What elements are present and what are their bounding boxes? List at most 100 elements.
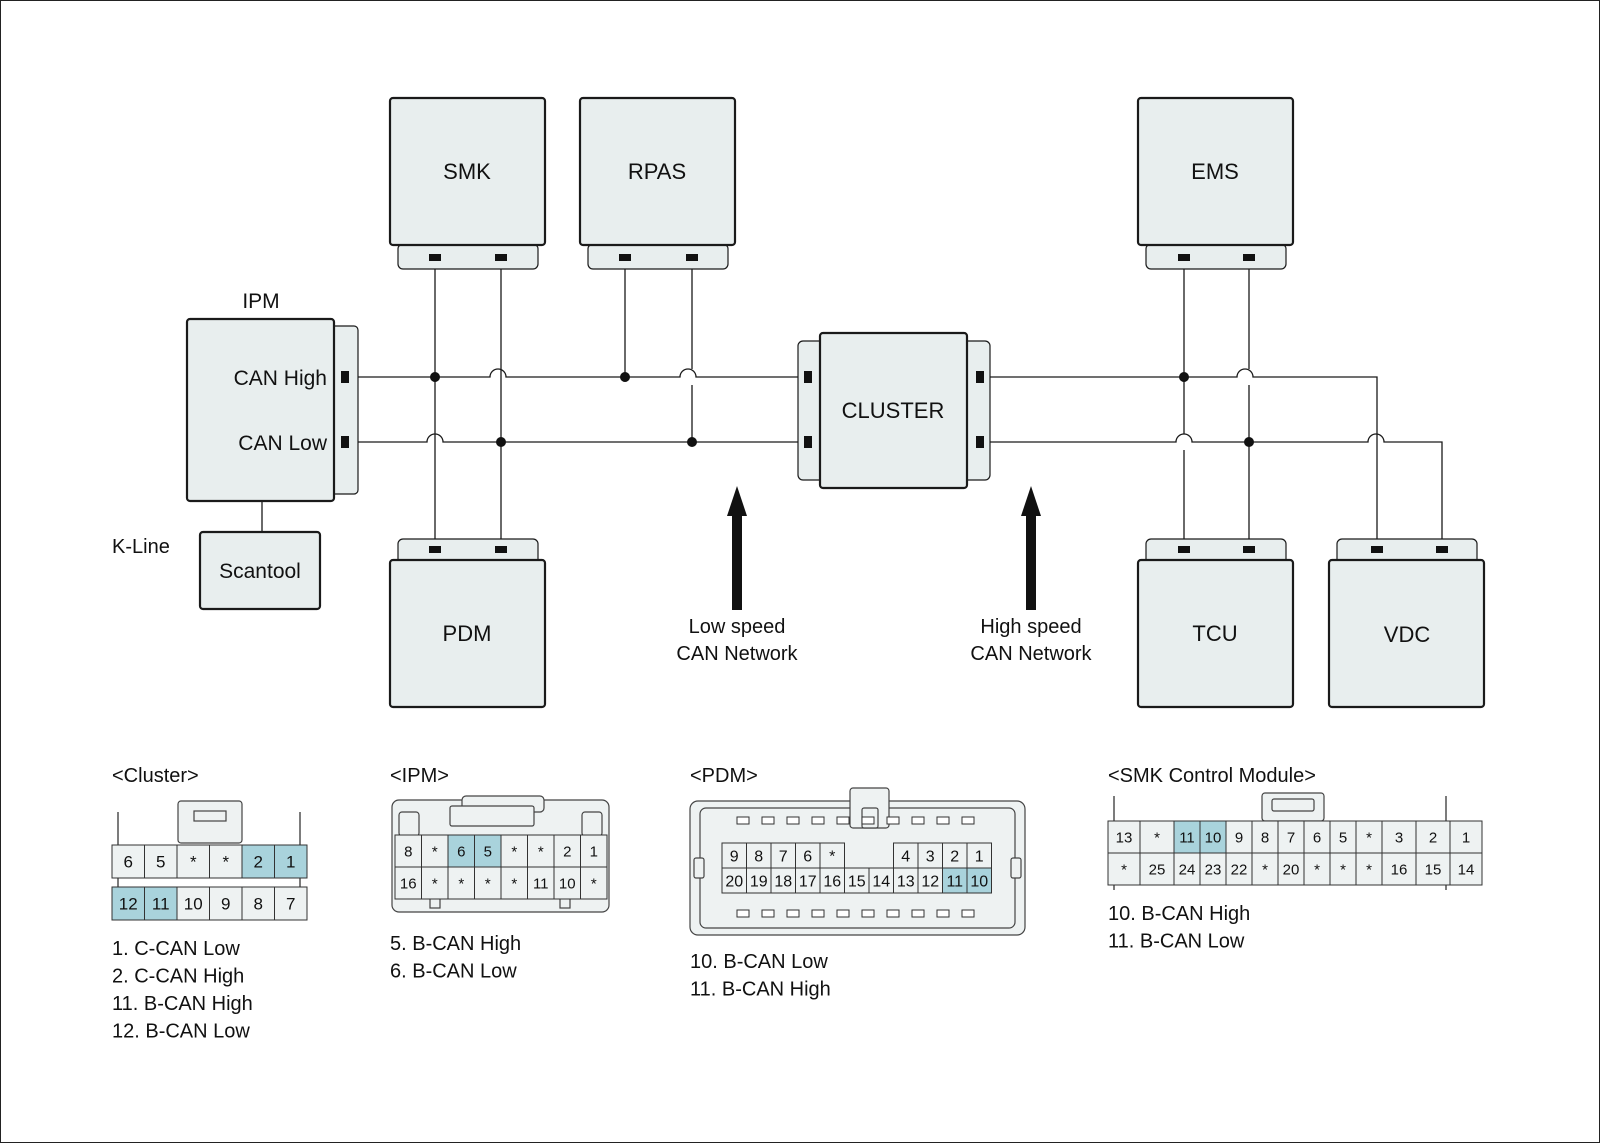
smk-pin-cell: 2 [1415,820,1451,854]
pdm-pin-label: 15 [848,873,866,890]
smk-pin-label: 25 [1149,861,1166,878]
smk-pin-cell: 25 [1139,852,1175,886]
ipm-pin-label: * [538,843,544,860]
pdm-pin-cell: 15 [844,867,870,894]
pdm-pin-cell: 8 [746,842,772,869]
pdm-pin-cell: * [819,842,845,869]
pdm-pin-label: 8 [754,848,763,865]
high-speed-label-line1: High speed [980,616,1081,638]
pdm-pin-cell: 19 [746,867,772,894]
smk-pin-label: 20 [1283,861,1300,878]
k-line-label: K-Line [112,536,170,558]
cluster-pin-cell: 6 [111,844,145,879]
smk-pin-note: 10. B-CAN High [1108,903,1250,925]
cluster-module: CLUSTER [797,331,991,490]
cluster-pin-label: 9 [221,895,230,914]
cluster-pin-label: 1 [286,853,295,872]
smk-pin-label: 7 [1287,829,1295,846]
ipm-pin-label: * [511,843,517,860]
smk-pin-cell: * [1139,820,1175,854]
smk-pin-cell: 7 [1277,820,1305,854]
pdm-latch-bottom [936,909,950,918]
vdc-module: VDC [1327,538,1486,709]
pdm-latch-top [886,816,900,825]
pdm-pin-cell: 7 [770,842,796,869]
smk-pin-label: 2 [1429,829,1437,846]
ipm-pin-cell: * [580,866,608,900]
smk-pin-label: 11 [1179,829,1195,846]
smk-pin-cell: 24 [1173,852,1201,886]
pdm-pin-cell: 12 [917,867,943,894]
pdm-pin-note: 10. B-CAN Low [690,951,828,973]
smk-pin-label: * [1366,861,1372,878]
pdm-pin-label: 18 [774,873,792,890]
pdm-latch-top [761,816,775,825]
pdm-latch-top [736,816,750,825]
smk-pin-cell: 14 [1449,852,1483,886]
pdm-latch-bottom [736,909,750,918]
ipm-pin-cell: 10 [553,866,581,900]
smk-pin-label: 9 [1235,829,1243,846]
pdm-module: PDM [388,538,547,709]
smk-pin-cell: 22 [1225,852,1253,886]
smk-pin-label: 13 [1116,829,1133,846]
ipm-pin-label: 16 [400,875,417,892]
junction-dots [430,372,1254,447]
ipm-pin-cell: * [500,866,528,900]
pdm-latch-top [961,816,975,825]
pdm-pin-label: 17 [799,873,817,890]
drop-wires [261,257,1378,549]
cluster-pin-cell: 2 [241,844,275,879]
ipm-connector-title: <IPM> [390,765,449,787]
low-speed-label-line2: CAN Network [676,643,798,665]
cluster-pin-cell: 11 [144,886,178,921]
smk-pin-cell: 8 [1251,820,1279,854]
pdm-pin-cell: 1 [966,842,992,869]
ipm-pin-label: 8 [404,843,412,860]
pdm-pin-label: 19 [750,873,768,890]
pdm-pin-cell: 9 [721,842,747,869]
smk-pin-label: 23 [1205,861,1222,878]
smk-pin-label: 1 [1462,829,1470,846]
cluster-pin-note: 2. C-CAN High [112,966,244,988]
high-speed-arrow: High speed CAN Network [970,486,1093,665]
ipm-pin-note: 6. B-CAN Low [390,961,517,983]
ems-label: EMS [1191,159,1239,184]
cluster-pin-label: 7 [286,895,295,914]
ipm-pin-cell: * [447,866,475,900]
cluster-pin-cell: 5 [144,844,178,879]
smk-pin-label: * [1121,861,1127,878]
smk-pin-label: 3 [1395,829,1403,846]
pdm-pin-cell: 2 [942,842,968,869]
can-high-bus-right [982,368,1378,442]
smk-pin-cell: * [1251,852,1279,886]
pdm-latch-bottom [861,909,875,918]
pdm-pin-cell: 14 [868,867,894,894]
pdm-latch-bottom [761,909,775,918]
tcu-module: TCU [1136,538,1295,709]
ipm-pin-label: * [511,875,517,892]
ipm-pin-label: 11 [533,875,549,892]
cluster-pin-cell: * [176,844,210,879]
pdm-latch-bottom [911,909,925,918]
pdm-pin-cell: 18 [770,867,796,894]
pdm-latch-top [911,816,925,825]
pdm-pin-label: 11 [946,873,963,890]
smk-pin-label: 5 [1339,829,1347,846]
smk-pin-cell: * [1303,852,1331,886]
smk-pin-cell: 20 [1277,852,1305,886]
smk-pin-cell: 3 [1381,820,1417,854]
ipm-pin-cell: * [421,866,449,900]
smk-pin-label: 22 [1231,861,1248,878]
smk-pin-cell: 23 [1199,852,1227,886]
vdc-label: VDC [1384,622,1431,647]
smk-pin-cell: * [1107,852,1141,886]
smk-label: SMK [443,159,491,184]
cluster-pin-cell: 9 [209,886,243,921]
pdm-latch-bottom [836,909,850,918]
